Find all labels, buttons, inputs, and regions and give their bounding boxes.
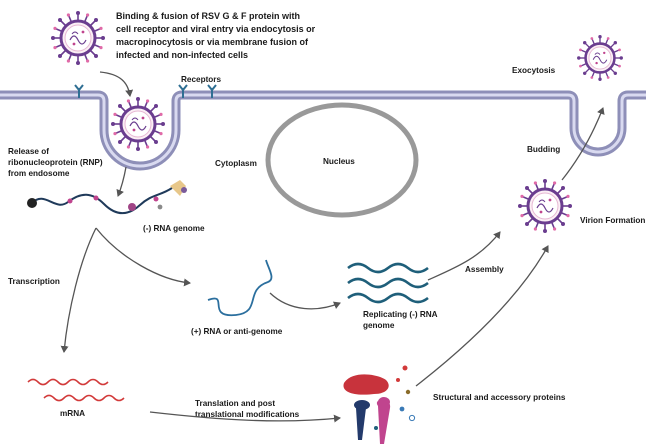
cell-membrane (0, 90, 646, 171)
title-line-4: infected and non-infected cells (116, 50, 248, 60)
release-rnp-label-2: ribonucleoprotein (RNP) (8, 158, 103, 167)
anti-genome-strand (207, 259, 273, 316)
anti-genome-label: (+) RNA or anti-genome (191, 327, 283, 336)
transcription-label: Transcription (8, 277, 60, 286)
title-line-1: Binding & fusion of RSV G & F protein wi… (116, 11, 300, 21)
title-line-3: macropinocytosis or via membrane fusion … (116, 37, 309, 47)
nucleus-label: Nucleus (323, 157, 355, 166)
rsv-virion-endosome-icon (109, 95, 167, 153)
replicating-rna-waves (347, 262, 429, 304)
rsv-virion-formation-icon (516, 177, 574, 235)
assembly-label: Assembly (465, 265, 504, 274)
receptors-label: Receptors (181, 75, 221, 84)
arrows (60, 71, 605, 423)
proteins-cluster (343, 365, 416, 444)
nucleus (265, 102, 419, 218)
structural-proteins-label: Structural and accessory proteins (433, 393, 566, 402)
exocytosis-label: Exocytosis (512, 66, 556, 75)
budding-label: Budding (527, 145, 560, 154)
translation-label-2: translational modifications (195, 410, 300, 419)
mrna-label: mRNA (60, 409, 85, 418)
replicating-label-1: Replicating (-) RNA (363, 310, 438, 319)
virion-formation-label: Virion Formation (580, 216, 645, 225)
rsv-virion-exocytosis-icon (575, 33, 625, 83)
title-line-2: cell receptor and viral entry via endocy… (116, 24, 316, 34)
mrna-waves (27, 378, 125, 402)
rna-genome-label: (-) RNA genome (143, 224, 205, 233)
rnp-strand (27, 180, 187, 215)
replicating-label-2: genome (363, 321, 395, 330)
release-rnp-label-3: from endosome (8, 169, 70, 178)
release-rnp-label-1: Release of (8, 147, 49, 156)
translation-label-1: Translation and post (195, 399, 275, 408)
cytoplasm-label: Cytoplasm (215, 159, 257, 168)
rsv-virion-icon (49, 9, 107, 67)
